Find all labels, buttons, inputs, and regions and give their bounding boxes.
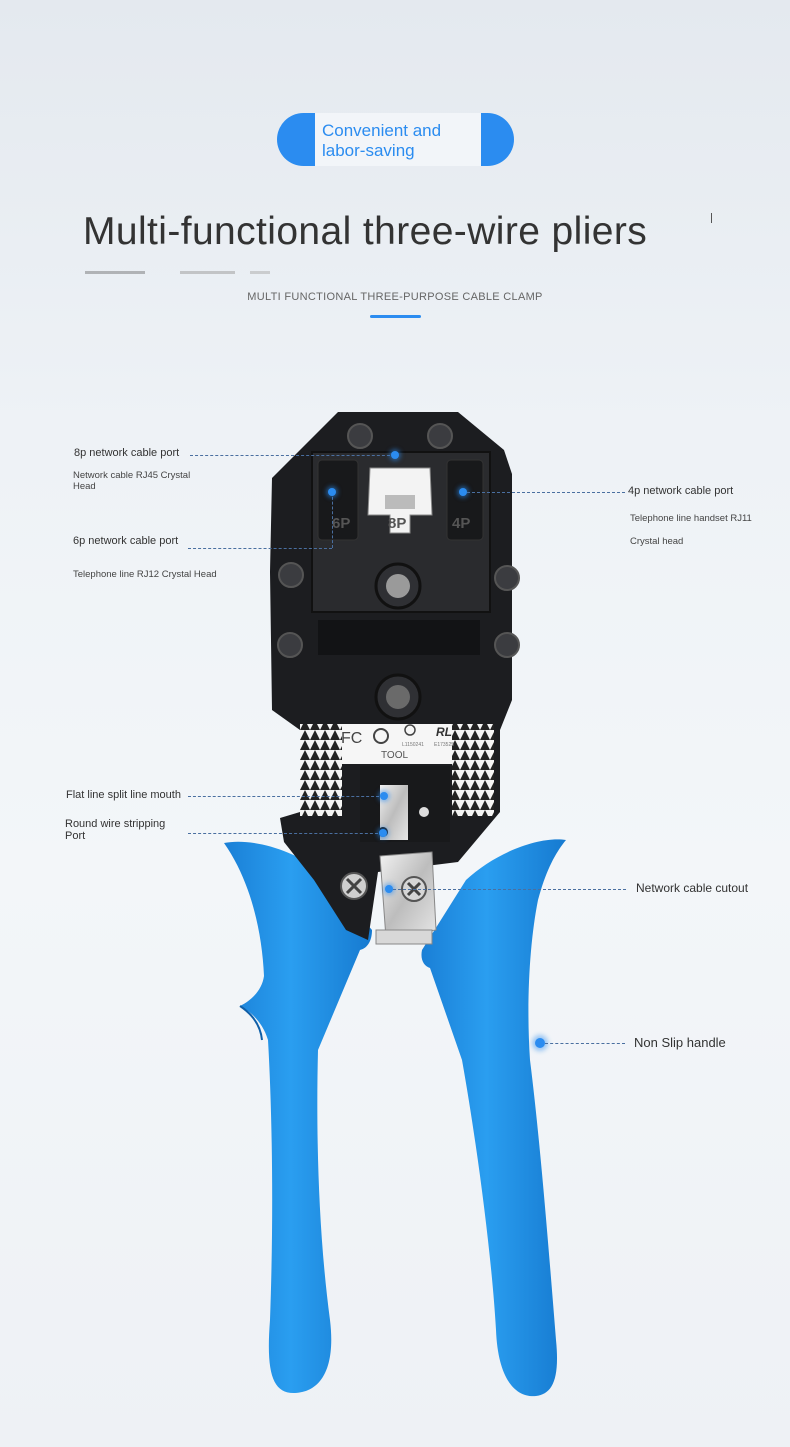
leader-6p-vertical — [332, 492, 333, 548]
leader-flat-split — [188, 796, 384, 797]
page-title: Multi-functional three-wire pliers — [83, 210, 648, 253]
leader-8p — [190, 455, 395, 456]
code-mark-1: L1150241 — [402, 742, 424, 748]
feature-badge: Convenient and labor-saving — [277, 113, 514, 166]
right-handle — [421, 839, 566, 1397]
port-6p-mark: 6P — [332, 515, 350, 532]
callout-6p-desc: Telephone line RJ12 Crystal Head — [73, 569, 217, 580]
leader-handle — [545, 1043, 625, 1044]
marker-handle — [535, 1038, 545, 1048]
callout-flat-split: Flat line split line mouth — [66, 789, 181, 801]
callout-handle: Non Slip handle — [634, 1035, 726, 1050]
callout-4p-desc-1: Telephone line handset RJ11 — [630, 513, 752, 524]
leader-cutout — [393, 889, 626, 890]
marker-8p — [391, 451, 399, 459]
callout-4p-title: 4p network cable port — [628, 485, 734, 497]
badge-line-1: Convenient and — [322, 121, 442, 140]
page-subtitle: MULTI FUNCTIONAL THREE-PURPOSE CABLE CLA… — [247, 291, 543, 303]
marker-flat-split — [380, 792, 388, 800]
port-8p-mark: 8P — [388, 515, 406, 532]
callout-8p-desc: Network cable RJ45 Crystal Head — [73, 470, 191, 492]
decor-tick — [711, 213, 712, 223]
rl-mark: RL — [436, 725, 452, 739]
subtitle-underline — [370, 315, 421, 318]
callout-6p-title: 6p network cable port — [73, 535, 179, 547]
badge-line-2: labor-saving — [322, 141, 415, 160]
left-handle — [224, 841, 372, 1394]
code-mark-2: E173525 — [434, 742, 454, 748]
marker-round-strip — [379, 829, 387, 837]
leader-6p — [188, 548, 332, 549]
port-4p-mark: 4P — [452, 515, 470, 532]
callout-cutout: Network cable cutout — [636, 881, 749, 895]
marker-cutout — [385, 885, 393, 893]
fc-mark: FC — [341, 730, 362, 747]
feature-badge-text: Convenient and labor-saving — [315, 113, 481, 166]
callout-round-strip: Round wire stripping Port — [65, 818, 166, 842]
decor-ghost-line — [85, 271, 270, 274]
leader-4p — [467, 492, 625, 493]
leader-round-strip — [188, 833, 383, 834]
marker-4p — [459, 488, 467, 496]
marker-6p — [328, 488, 336, 496]
callout-8p-title: 8p network cable port — [74, 447, 180, 459]
callout-4p-desc-2: Crystal head — [630, 536, 684, 547]
tool-mark: TOOL — [381, 750, 408, 761]
